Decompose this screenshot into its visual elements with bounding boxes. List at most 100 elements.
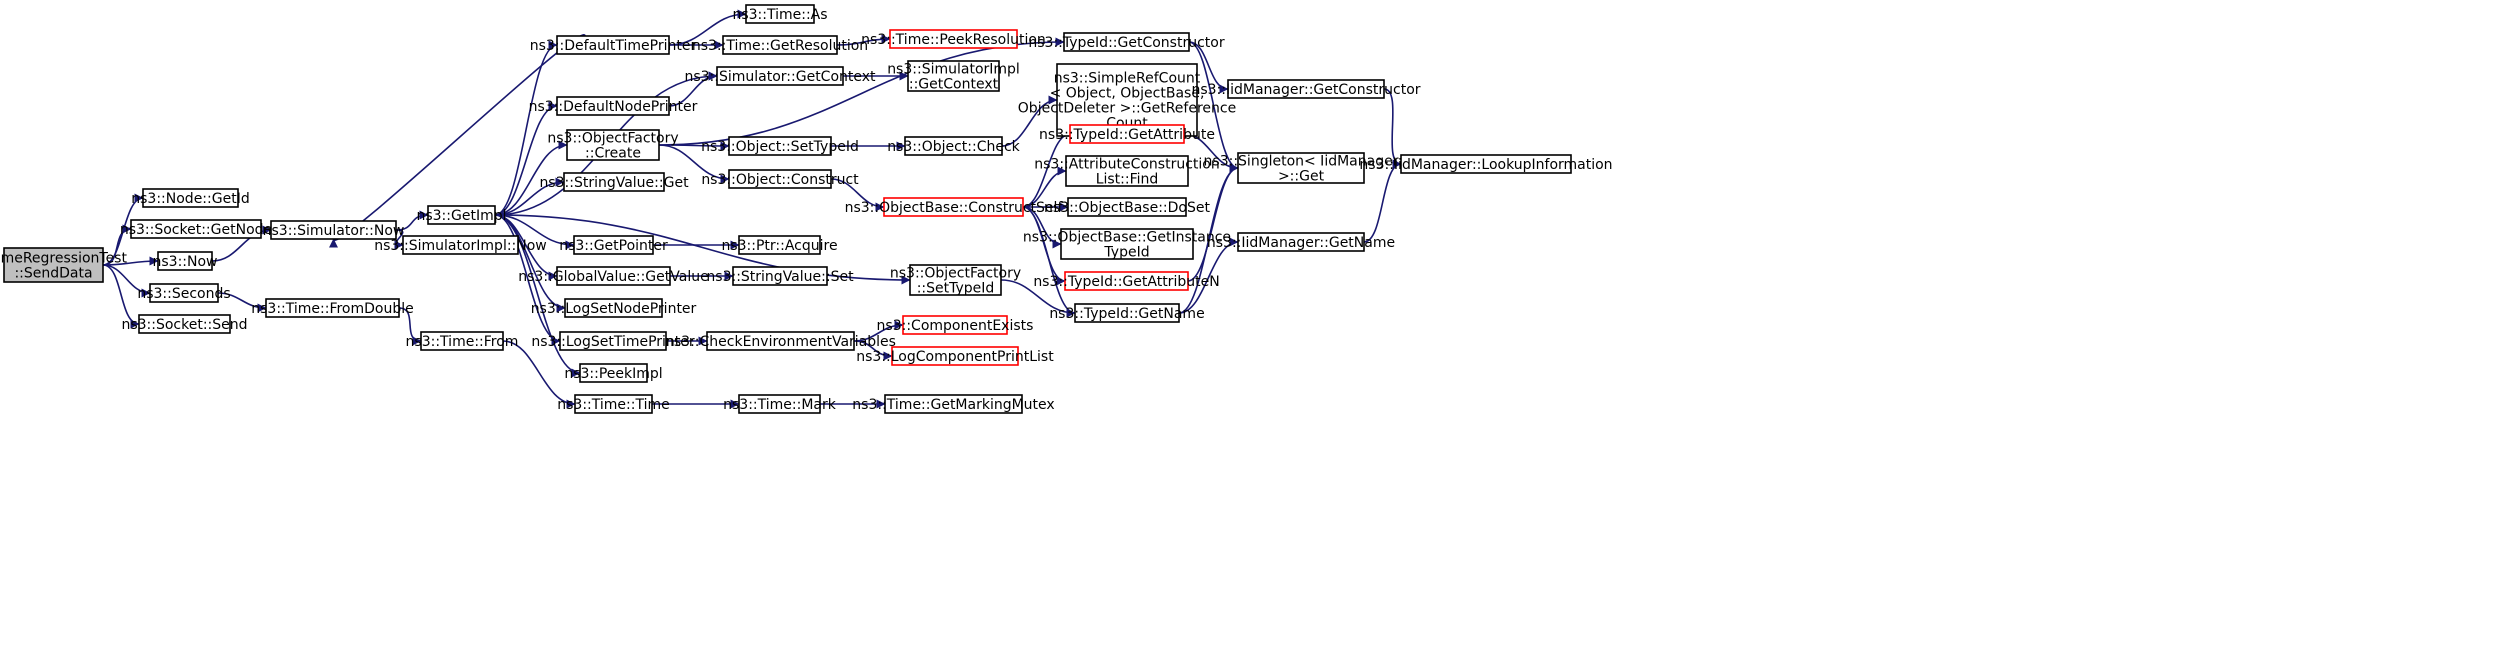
node-getpointer[interactable]: ns3::GetPointer	[559, 235, 668, 255]
node-compexists[interactable]: ns3::ComponentExists	[877, 315, 1034, 335]
node-box	[1063, 32, 1190, 52]
node-box	[706, 331, 855, 351]
node-label: ns3::Time::Time	[557, 397, 669, 413]
node-nodegetid[interactable]: ns3::Node::GetId	[131, 188, 250, 208]
node-label: ::GetContext	[909, 77, 999, 93]
node-label: ns3::StringValue::Set	[706, 269, 854, 285]
node-strvalset[interactable]: ns3::StringValue::Set	[706, 266, 854, 286]
edge-objconstruct-to-obconstructself	[830, 178, 885, 212]
node-gvgetvalue[interactable]: ns3::GlobalValue::GetValue	[518, 266, 709, 286]
node-label: ns3::CheckEnvironmentVariables	[665, 334, 896, 350]
edge-obconstructself-to-tidgetname	[1022, 206, 1076, 318]
edge-getimpl-to-getpointer	[494, 214, 575, 250]
node-peekimpl[interactable]: ns3::PeekImpl	[564, 363, 663, 383]
edge-root-to-socksend	[102, 264, 140, 329]
node-box	[402, 235, 519, 255]
node-ofsettid[interactable]: ns3::ObjectFactory::SetTypeId	[890, 264, 1021, 297]
node-defnp[interactable]: ns3::DefaultNodePrinter	[529, 96, 698, 116]
node-label: ns3::SimulatorImpl	[887, 62, 1020, 78]
node-timegetres[interactable]: ns3::Time::GetResolution	[692, 35, 868, 55]
node-label: ns3::IidManager::GetConstructor	[1191, 82, 1420, 98]
node-ptracquire[interactable]: ns3::Ptr::Acquire	[721, 235, 838, 255]
node-checkenv[interactable]: ns3::CheckEnvironmentVariables	[665, 331, 896, 351]
node-timefrom[interactable]: ns3::Time::From	[406, 331, 519, 351]
node-label: ns3::IidManager::GetName	[1207, 235, 1395, 251]
node-box	[883, 197, 1024, 217]
node-obconstructself[interactable]: ns3::ObjectBase::ConstructSelf	[845, 197, 1064, 217]
node-objsettid[interactable]: ns3::Object::SetTypeId	[701, 136, 859, 156]
node-box	[907, 60, 1000, 92]
node-tidgetattrn[interactable]: ns3::TypeId::GetAttributeN	[1033, 271, 1220, 291]
edge-ofcreate-to-tidgetctor	[658, 37, 1065, 146]
node-label: ObjectDeleter >::GetReference	[1018, 101, 1236, 117]
node-label: ns3::Time::Mark	[723, 397, 837, 413]
node-fromdouble[interactable]: ns3::Time::FromDouble	[251, 298, 414, 318]
node-box	[1237, 152, 1365, 184]
node-label: ns3::Simulator::Now	[263, 223, 405, 239]
edge-getimpl-to-strvalget	[494, 177, 565, 216]
node-label: >::Get	[1278, 169, 1325, 185]
node-label: ns3::SimpleRefCount	[1054, 71, 1201, 87]
node-logsetnp[interactable]: ns3::LogSetNodePrinter	[531, 298, 697, 318]
node-box	[149, 283, 219, 303]
edge-getimpl-to-logsetnp	[494, 214, 566, 313]
node-layer: FlameRegressionTest::SendData ns3::Node::…	[0, 4, 1613, 414]
node-tidgetctor[interactable]: ns3::TypeId::GetConstructor	[1028, 32, 1225, 52]
node-logcompprint[interactable]: ns3::LogComponentPrintList	[856, 346, 1054, 366]
node-simnow[interactable]: ns3::Simulator::Now	[263, 220, 405, 240]
node-objcheck[interactable]: ns3::Object::Check	[887, 136, 1021, 156]
node-objconstruct[interactable]: ns3::Object::Construct	[701, 169, 859, 189]
node-iidgetname[interactable]: ns3::IidManager::GetName	[1207, 232, 1395, 252]
node-ofcreate[interactable]: ns3::ObjectFactory::Create	[547, 129, 679, 162]
node-box	[738, 394, 821, 414]
node-label: ns3::Socket::Send	[121, 317, 247, 333]
node-deftp[interactable]: ns3::DefaultTimePrinter	[530, 35, 697, 55]
node-sockgetnode[interactable]: ns3::Socket::GetNode	[120, 219, 272, 239]
node-box	[728, 136, 832, 156]
node-root[interactable]: FlameRegressionTest::SendData	[0, 247, 127, 283]
node-label: ns3::Socket::GetNode	[120, 222, 272, 238]
node-tidgetname[interactable]: ns3::TypeId::GetName	[1049, 303, 1205, 323]
node-label: ns3::Time::As	[732, 7, 827, 23]
node-box	[1069, 124, 1185, 144]
node-now[interactable]: ns3::Now	[153, 251, 218, 271]
node-singletonget[interactable]: ns3::Singleton< IidManager>::Get	[1204, 152, 1399, 185]
node-label: ns3::ObjectBase::ConstructSelf	[845, 200, 1064, 216]
node-peekres[interactable]: ns3::Time::PeekResolution	[861, 29, 1046, 49]
node-box	[904, 136, 1003, 156]
node-box	[745, 4, 815, 24]
node-box	[1067, 197, 1187, 217]
node-simplerefcount[interactable]: ns3::SimpleRefCount< Object, ObjectBase,…	[1018, 63, 1236, 137]
node-box	[909, 264, 1002, 296]
node-obdoset[interactable]: ns3::ObjectBase::DoSet	[1044, 197, 1210, 217]
node-iidgetctor[interactable]: ns3::IidManager::GetConstructor	[1191, 79, 1421, 99]
node-label: ns3::DefaultNodePrinter	[529, 99, 698, 115]
node-getimpl[interactable]: ns3::GetImpl	[416, 205, 507, 225]
node-timetime[interactable]: ns3::Time::Time	[557, 394, 670, 414]
node-simimplnow[interactable]: ns3::SimulatorImpl::Now	[374, 235, 547, 255]
node-box	[559, 331, 667, 351]
node-seconds[interactable]: ns3::Seconds	[137, 283, 231, 303]
node-label: ns3::Simulator::GetContext	[684, 69, 876, 85]
node-label: ns3::LogSetNodePrinter	[531, 301, 697, 317]
node-label: ns3::LogComponentPrintList	[856, 349, 1054, 365]
node-socksend[interactable]: ns3::Socket::Send	[121, 314, 248, 334]
node-simimplgetctx[interactable]: ns3::SimulatorImpl::GetContext	[887, 60, 1020, 93]
node-getmarkmutex[interactable]: ns3::Time::GetMarkingMutex	[852, 394, 1055, 414]
node-strvalget[interactable]: ns3::StringValue::Get	[539, 172, 689, 192]
node-logsettp[interactable]: ns3::LogSetTimePrinter	[531, 331, 695, 351]
node-simgetctx[interactable]: ns3::Simulator::GetContext	[684, 66, 876, 86]
node-label: ns3::Object::Check	[887, 139, 1020, 155]
node-label: ns3::TypeId::GetConstructor	[1028, 35, 1224, 51]
node-label: ns3::ObjectFactory	[547, 131, 678, 147]
node-label: ns3::ObjectFactory	[890, 266, 1021, 282]
node-label: ns3::PeekImpl	[564, 366, 662, 382]
edge-tidgetctor-to-singletonget	[1188, 41, 1239, 173]
node-box	[1227, 79, 1385, 99]
node-timemark[interactable]: ns3::Time::Mark	[723, 394, 837, 414]
node-iidlookup[interactable]: ns3::IidManager::LookupInformation	[1359, 154, 1613, 174]
node-tidgetattr[interactable]: ns3::TypeId::GetAttribute	[1039, 124, 1215, 144]
node-timeas[interactable]: ns3::Time::As	[732, 4, 828, 24]
